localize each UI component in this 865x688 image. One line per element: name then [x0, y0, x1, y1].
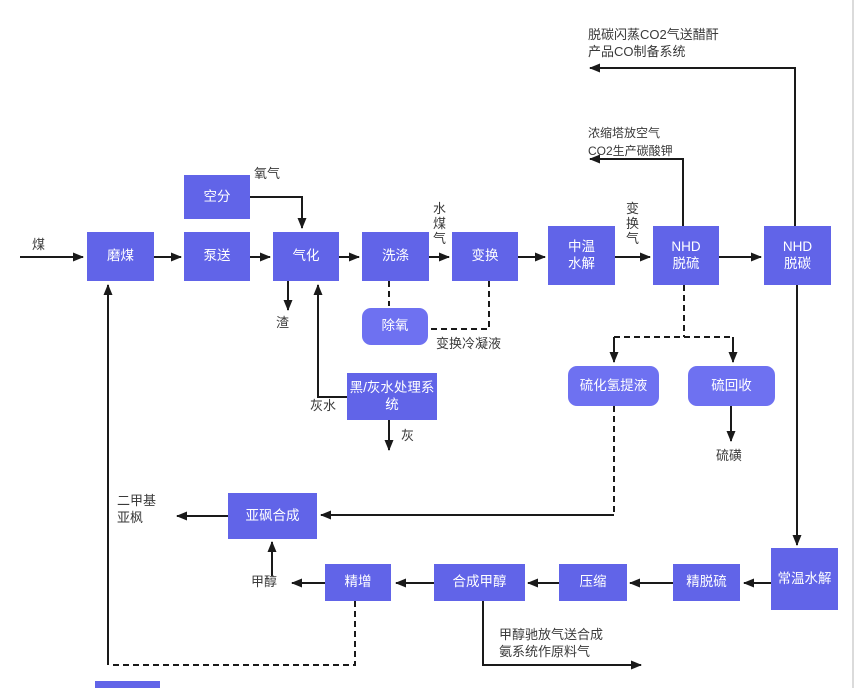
arrow-desulf-conc-tower-out — [589, 154, 684, 226]
box-mid-temp-hydrolysis[interactable]: 中温 水解 — [548, 226, 615, 285]
arrow-decarb-co2-out — [589, 63, 796, 226]
box-nhd-desulfurization[interactable]: NHD 脱硫 — [653, 226, 719, 285]
box-shift[interactable]: 变换 — [452, 232, 518, 281]
label-methanol-purge: 甲醇驰放气送合成 氨系统作原料气 — [499, 627, 604, 659]
arrow-methanol-purge-out — [482, 601, 642, 670]
label-sulfur: 硫磺 — [716, 448, 743, 463]
label-coal: 煤 — [32, 237, 46, 252]
box-coal-mill[interactable]: 磨煤 — [87, 232, 154, 281]
box-pump[interactable]: 泵送 — [184, 232, 250, 281]
label-oxygen: 氧气 — [254, 166, 281, 181]
label-slag: 渣 — [276, 315, 290, 330]
box-h2s-extraction[interactable]: 硫化氢提液 — [568, 366, 659, 406]
label-water-gas: 水煤气 — [433, 201, 447, 246]
box-gasification[interactable]: 气化 — [273, 232, 339, 281]
dashed-distillation-recycle — [110, 601, 356, 666]
box-cutoff-bottom[interactable] — [95, 681, 160, 688]
arrow-airsep-oxygen-to-gasification — [250, 196, 307, 229]
box-fine-desulfurization[interactable]: 精脱硫 — [673, 564, 740, 601]
box-sulfur-recovery[interactable]: 硫回收 — [688, 366, 775, 406]
box-methanol-synthesis[interactable]: 合成甲醇 — [434, 564, 525, 601]
label-shift-condensate: 变换冷凝液 — [436, 336, 502, 351]
box-nhd-decarbonization[interactable]: NHD 脱碳 — [764, 226, 831, 285]
label-gray-water: 灰水 — [310, 398, 337, 413]
label-shift-gas: 变换气 — [626, 201, 640, 246]
box-sulfoxide-synthesis[interactable]: 亚砜合成 — [228, 493, 317, 539]
box-distillation[interactable]: 精增 — [325, 564, 391, 601]
label-ash: 灰 — [401, 428, 415, 443]
dashed-shift-condensate-to-deoxygenation — [430, 281, 490, 330]
box-black-gray-water-treatment[interactable]: 黑/灰水处理系 统 — [347, 373, 437, 420]
box-compression[interactable]: 压缩 — [559, 564, 627, 601]
box-washing[interactable]: 洗涤 — [362, 232, 429, 281]
label-co2-to-acetic-anhydride: 脱碳闪蒸CO2气送醋酐 产品CO制备系统 — [588, 27, 719, 59]
box-air-separation[interactable]: 空分 — [184, 175, 250, 219]
box-ambient-hydrolysis[interactable]: 常温水解 — [771, 548, 838, 610]
label-methanol: 甲醇 — [251, 574, 278, 589]
label-conc-tower-vent: 浓缩塔放空气 CO2生产碳酸钾 — [588, 126, 673, 158]
label-dmso: 二甲基 亚枫 — [117, 493, 157, 525]
box-deoxygenation[interactable]: 除氧 — [362, 308, 428, 345]
arrow-graywater-to-gasification — [313, 284, 347, 398]
